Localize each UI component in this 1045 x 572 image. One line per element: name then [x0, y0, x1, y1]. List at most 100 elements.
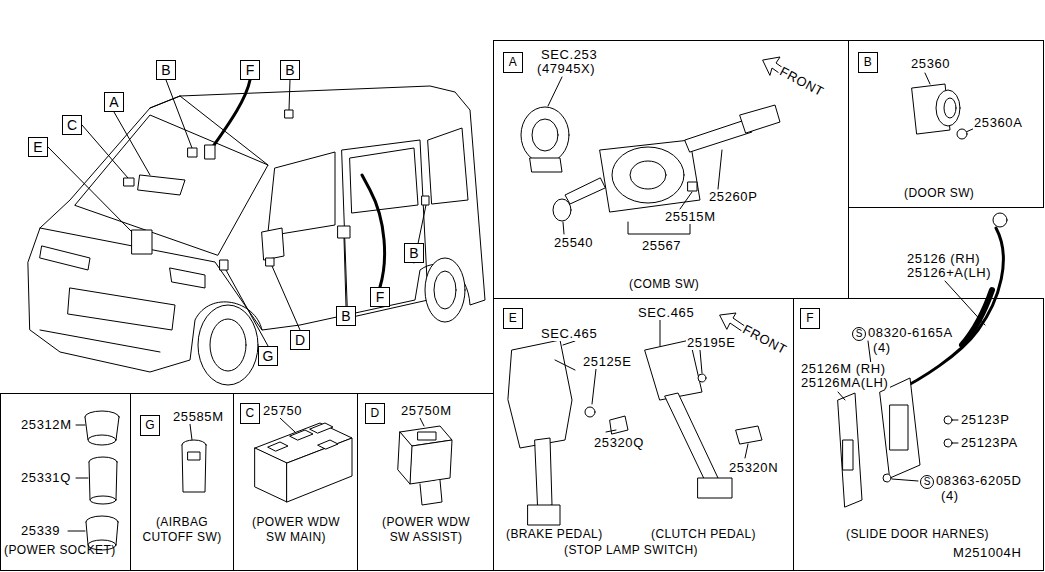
airbag-switch-illustration-shape — [182, 445, 206, 492]
van-body-shape — [150, 96, 268, 165]
part-number: 25320N — [728, 461, 779, 475]
van-parts-and-leaders-shape — [124, 178, 134, 186]
power-socket-illustration — [68, 411, 119, 550]
panel-caption: (POWER SOCKET) — [4, 543, 116, 558]
van-body — [28, 86, 485, 372]
comb-switch-illustration-shape — [718, 150, 722, 189]
part-number: 25123PA — [960, 436, 1019, 450]
van-body-shape — [428, 128, 468, 204]
panel-caption: (BRAKE PEDAL) — [506, 527, 603, 542]
circled-symbol: S — [852, 327, 866, 341]
detail-panel: D (POWER WDW SW ASSIST) — [357, 393, 494, 571]
slide-door-harness-illustration-shape — [952, 420, 958, 421]
pedal-illustration-shape — [700, 350, 702, 373]
callout-letter: G — [258, 346, 278, 366]
van-parts-and-leaders-shape — [132, 230, 152, 254]
airbag-switch-illustration — [182, 424, 206, 492]
van-body-shape — [268, 152, 335, 236]
panel-caption: (DOOR SW) — [904, 186, 974, 201]
callout-letter-text: B — [161, 63, 170, 77]
window-switch-assist-illustration-shape — [418, 432, 436, 440]
door-switch-illustration-shape — [925, 73, 930, 84]
comb-switch-illustration-shape — [553, 199, 571, 221]
slide-door-harness-illustration-shape — [895, 228, 1003, 392]
pedal-illustration-shape — [745, 444, 748, 458]
pedal-illustration-shape — [563, 341, 575, 345]
van-wheels-shape — [425, 258, 465, 322]
part-number: 25567 — [641, 239, 682, 253]
quantity: (4) — [872, 341, 892, 355]
slide-door-harness-illustration-shape — [880, 378, 920, 478]
pedal-illustration-shape — [585, 407, 595, 417]
comb-switch-illustration-shape — [600, 140, 700, 212]
callout-letter: B — [404, 243, 424, 263]
panel-caption: (POWER WDW SW ASSIST) — [374, 515, 478, 545]
comb-switch-illustration-shape — [612, 147, 684, 203]
van-parts-and-leaders-shape — [422, 196, 429, 205]
van-parts-and-leaders-shape — [220, 260, 228, 270]
slide-door-harness-illustration-shape — [945, 281, 985, 325]
window-switch-assist-illustration — [398, 418, 452, 505]
direction-label: FRONT — [739, 322, 790, 358]
diagram-code: M251004H — [952, 546, 1022, 560]
callout-letter-text: E — [509, 311, 517, 326]
pedal-illustration-shape — [698, 478, 732, 498]
panel-caption: (COMB SW) — [629, 277, 699, 292]
window-switch-main-illustration — [255, 418, 352, 502]
part-number: 25360 — [910, 57, 951, 71]
panel-letter: E — [503, 308, 523, 329]
callout-letter: E — [28, 137, 48, 157]
callout-letter: F — [370, 287, 390, 307]
direction-label: FRONT — [776, 64, 827, 100]
van-body-shape — [170, 268, 205, 288]
pedal-illustration-shape — [660, 320, 661, 346]
van-parts-and-leaders-shape — [212, 80, 250, 148]
van-parts-and-leaders — [48, 80, 429, 346]
panel-letter: F — [800, 308, 820, 329]
part-number: 25750M — [400, 404, 453, 418]
callout-letter-text: C — [245, 406, 254, 421]
callout-letter-text: C — [67, 118, 77, 132]
pedal-illustration-shape — [592, 369, 596, 404]
slide-door-harness-illustration-shape — [892, 479, 918, 481]
pedal-illustration-shape — [555, 360, 575, 370]
callout-letter-text: E — [33, 140, 42, 154]
panel-caption: (POWER WDW SW MAIN) — [244, 515, 348, 545]
callout-letter-text: D — [370, 406, 379, 421]
panel-caption: (CLUTCH PEDAL) — [651, 527, 756, 542]
window-switch-main-illustration-shape — [310, 423, 333, 433]
van-body-shape — [350, 148, 418, 213]
callout-letter: D — [290, 330, 310, 350]
part-number: 25125E — [582, 355, 632, 369]
van-parts-and-leaders-shape — [272, 266, 300, 330]
van-parts-and-leaders-shape — [344, 238, 346, 306]
callout-letter: F — [240, 60, 260, 80]
part-number: 25585M — [172, 410, 225, 424]
pedal-illustration-shape — [610, 416, 628, 434]
pedal-illustration — [508, 313, 762, 525]
part-number: 25331Q — [20, 471, 72, 485]
power-socket-illustration-shape — [88, 435, 116, 445]
van-parts-and-leaders-shape — [205, 145, 215, 159]
van-parts-and-leaders-shape — [338, 226, 350, 238]
comb-switch-illustration-shape — [630, 161, 666, 189]
pedal-illustration-shape — [535, 438, 552, 508]
part-number: 25750 — [262, 404, 303, 418]
part-number: 25339 — [20, 524, 61, 538]
callout-letter-text: A — [509, 55, 517, 70]
power-socket-illustration-shape — [90, 496, 116, 504]
slide-door-harness-illustration-shape — [843, 440, 853, 470]
callout-letter-text: B — [341, 309, 350, 323]
callout-letter-text: G — [145, 418, 155, 433]
part-number: 25126 (RH) — [906, 252, 981, 266]
panel-letter: B — [858, 52, 878, 73]
slide-door-harness-illustration-shape — [838, 392, 845, 400]
van-parts-and-leaders-shape — [285, 110, 293, 118]
van-wheels-shape — [210, 319, 246, 371]
part-number: 08320-6165A — [867, 326, 954, 340]
part-number: 25195E — [686, 336, 736, 350]
callout-letter: C — [62, 115, 82, 135]
van-parts-and-leaders-shape — [82, 125, 128, 178]
van-parts-and-leaders-shape — [138, 175, 185, 195]
window-switch-main-illustration-shape — [268, 442, 288, 451]
